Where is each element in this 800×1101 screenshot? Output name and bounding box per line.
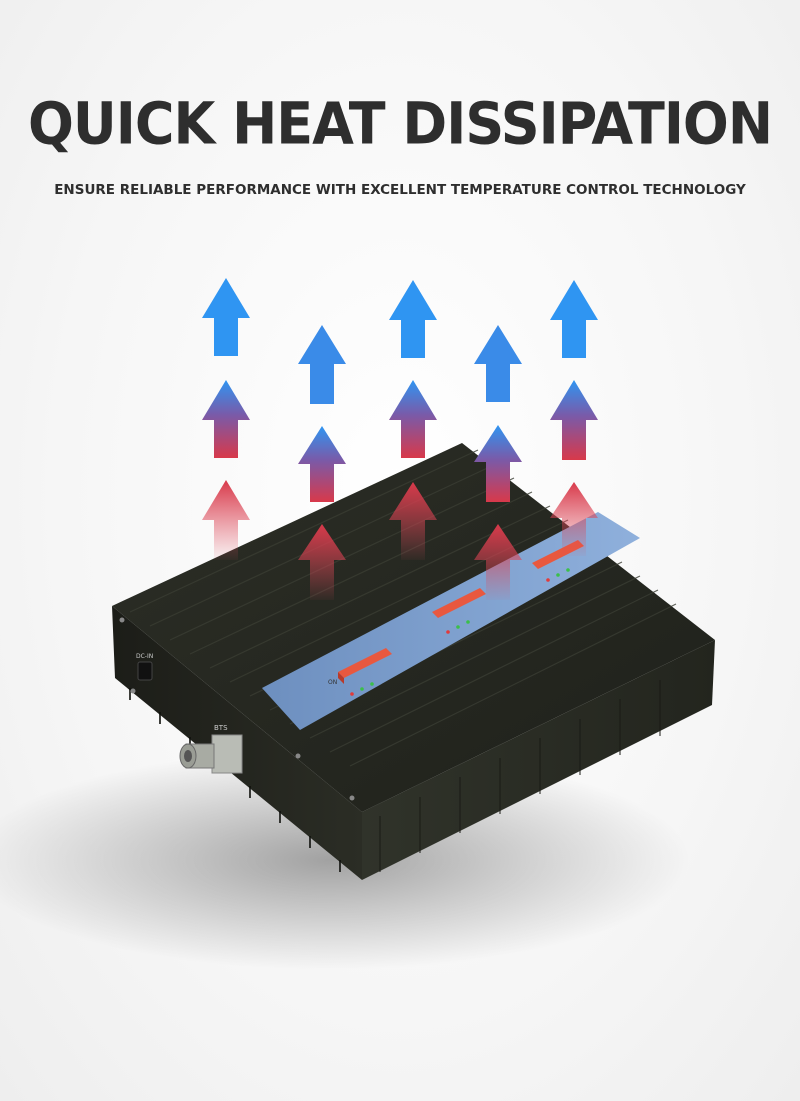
heat-arrow	[298, 325, 346, 404]
heat-arrow	[550, 482, 598, 556]
dip-switch-block-2	[432, 588, 486, 618]
control-panel	[262, 512, 640, 730]
led-indicators	[350, 568, 570, 696]
heat-arrow	[550, 380, 598, 460]
dip-switch-block-1	[338, 648, 392, 684]
device-right-face	[362, 640, 715, 880]
heat-arrow	[202, 380, 250, 458]
heat-arrow	[474, 425, 522, 502]
page-title: QUICK HEAT DISSIPATION	[27, 89, 773, 158]
screws	[119, 617, 355, 801]
heat-arrow	[202, 278, 250, 356]
heat-arrow	[474, 524, 522, 600]
heat-arrow	[474, 325, 522, 402]
heat-arrow	[389, 280, 437, 358]
heat-arrow	[389, 482, 437, 560]
heat-arrow	[298, 426, 346, 502]
heat-arrow	[202, 480, 250, 560]
dip-on-label: ON	[328, 679, 337, 686]
bts-label: BTS	[214, 724, 228, 732]
page-subtitle: ENSURE RELIABLE PERFORMANCE WITH EXCELLE…	[54, 182, 746, 198]
heat-arrow	[389, 380, 437, 458]
heat-arrow	[298, 524, 346, 600]
heat-arrow	[550, 280, 598, 358]
heat-arrows	[202, 278, 598, 600]
bts-connector	[179, 734, 243, 774]
dc-in-label: DC-IN	[136, 653, 153, 660]
dc-in-port	[137, 661, 153, 681]
